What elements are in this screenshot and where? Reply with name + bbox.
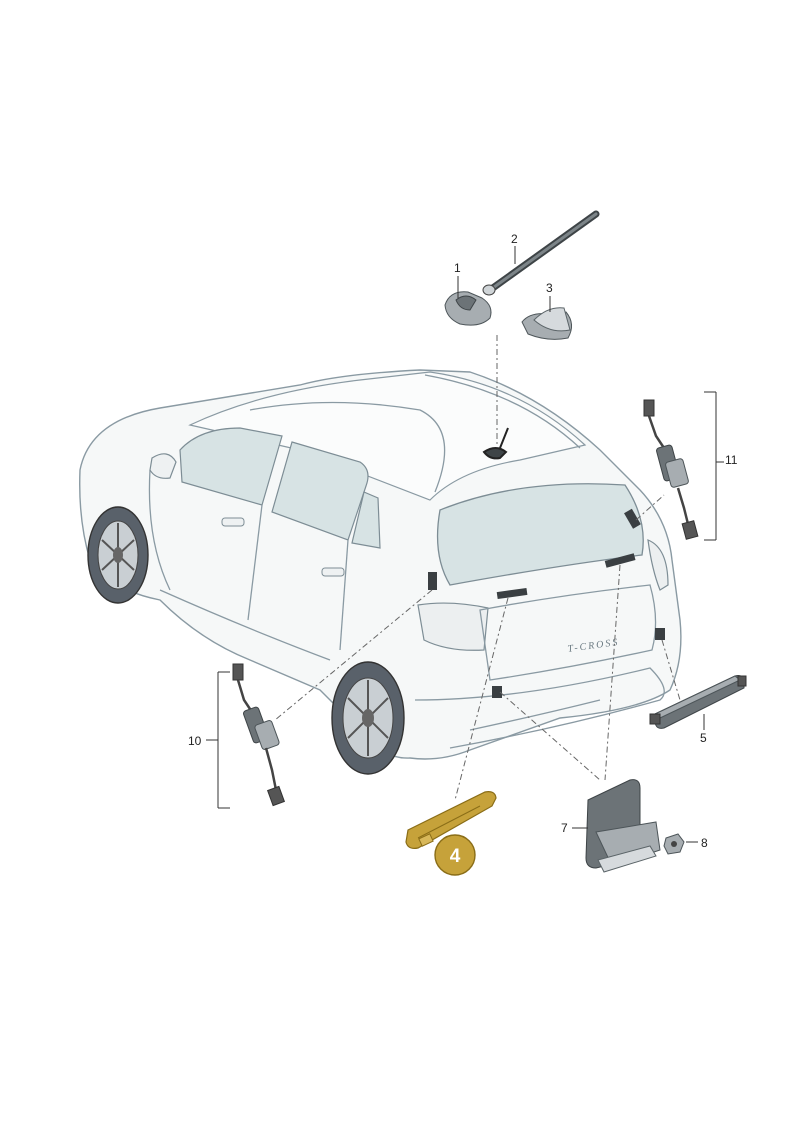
module-mark-tailgate-right — [604, 553, 636, 568]
callout-10: 10 — [188, 734, 202, 748]
front-side-window — [179, 427, 283, 506]
tail-light-left — [417, 602, 489, 651]
rear-door-line — [339, 539, 349, 651]
locator-lines — [274, 335, 681, 801]
locator-11 — [635, 494, 665, 521]
part-11-cable-assembly[interactable]: 11 — [643, 391, 738, 541]
locator-7b — [604, 564, 621, 781]
part-7-bracket-module[interactable]: 7 — [561, 779, 661, 873]
roof-rail-left — [249, 401, 446, 493]
part-4-highlighted-module[interactable]: 4 — [405, 791, 497, 876]
locator-7a — [499, 691, 601, 781]
part-8-nut[interactable]: 8 — [663, 833, 708, 855]
module-mark-c-pillar-left — [428, 572, 437, 590]
front-door-line — [148, 469, 171, 591]
roof-antenna-on-car — [482, 427, 509, 460]
part-3-shark-fin-antenna[interactable]: 3 — [521, 281, 572, 340]
rear-bumper — [414, 667, 665, 749]
roof-rail-right — [424, 374, 581, 449]
callout-4: 4 — [450, 846, 461, 867]
quarter-window — [351, 491, 381, 549]
locator-5 — [661, 639, 681, 701]
front-wheel — [87, 506, 149, 604]
part-1-antenna-base[interactable]: 1 — [444, 261, 492, 326]
module-mark-c-pillar-right — [624, 508, 641, 529]
callout-8: 8 — [701, 836, 708, 850]
module-mark-bumper-left — [492, 686, 502, 698]
front-door-handle — [221, 517, 245, 527]
callout-11: 11 — [725, 453, 738, 467]
body-sill — [159, 589, 331, 661]
rear-wheel — [331, 661, 405, 775]
locator-10 — [274, 589, 433, 721]
tailgate-outline — [479, 584, 657, 681]
rear-side-window — [271, 441, 369, 541]
part-10-cable-assembly[interactable]: 10 — [188, 663, 286, 809]
vehicle-illustration: T-CROSS — [79, 369, 682, 775]
part-5-bar-module[interactable]: 5 — [649, 675, 747, 746]
module-mark-bumper-right — [655, 628, 665, 640]
rear-door-handle — [321, 567, 345, 577]
bumper-diffuser — [469, 699, 601, 731]
side-mirror — [149, 453, 177, 479]
callout-4-badge — [434, 834, 476, 876]
tail-light-right — [647, 539, 669, 591]
b-pillar-line — [247, 504, 263, 621]
part-2-antenna-rod[interactable]: 2 — [482, 210, 600, 296]
callout-7: 7 — [561, 821, 568, 835]
callout-1: 1 — [454, 261, 461, 275]
callout-3: 3 — [546, 281, 553, 295]
rear-window — [436, 483, 644, 586]
module-mark-tailgate-left — [496, 587, 528, 600]
callout-2: 2 — [511, 232, 518, 246]
callout-5: 5 — [700, 731, 707, 745]
